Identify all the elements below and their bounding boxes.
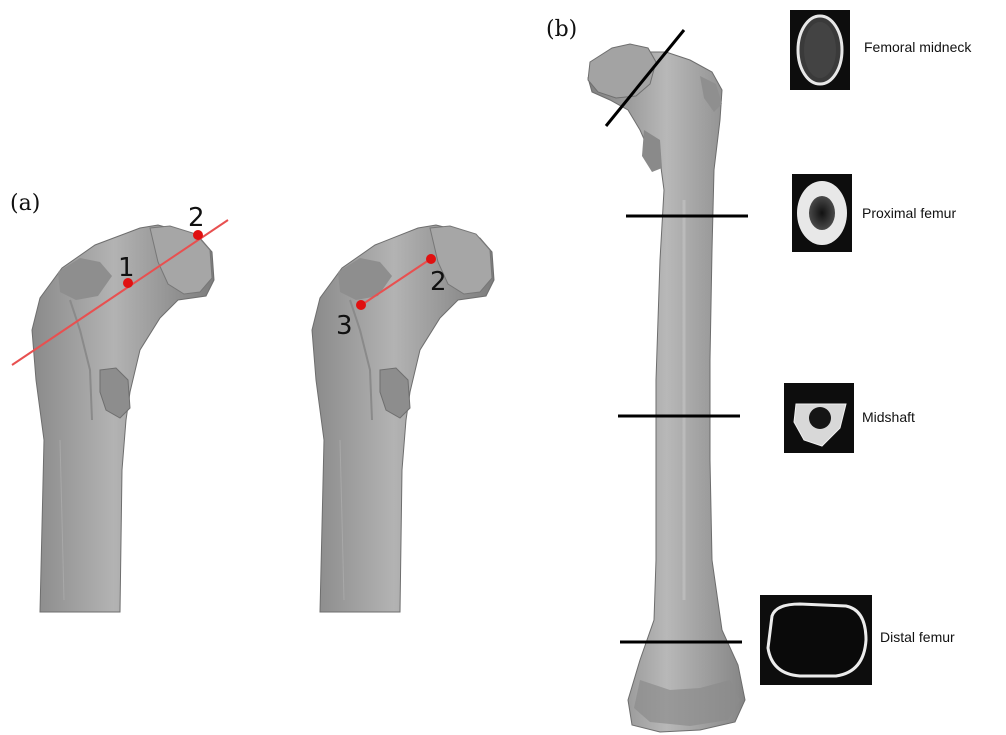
left-point-1-label: 1 xyxy=(118,253,135,283)
midshaft-label: Midshaft xyxy=(862,409,915,425)
ct-femoral-midneck xyxy=(790,10,850,90)
left-femur-model xyxy=(32,225,214,612)
right-point-2-label: 2 xyxy=(430,267,447,297)
right-point-3-label: 3 xyxy=(336,311,353,341)
panel-a-label: (a) xyxy=(10,191,40,216)
ct-proximal-femur xyxy=(792,174,852,252)
ct-distal-femur xyxy=(760,595,872,685)
right-point-3-marker xyxy=(356,300,366,310)
proximal-femur-label: Proximal femur xyxy=(862,205,956,221)
ct-midshaft xyxy=(784,383,854,453)
left-point-2-label: 2 xyxy=(188,203,205,233)
right-point-2-marker xyxy=(426,254,436,264)
midneck-label: Femoral midneck xyxy=(864,39,972,55)
right-femur-model xyxy=(312,225,494,612)
full-femur-model xyxy=(588,44,745,732)
panel-b-label: (b) xyxy=(546,17,577,42)
distal-femur-label: Distal femur xyxy=(880,629,955,645)
